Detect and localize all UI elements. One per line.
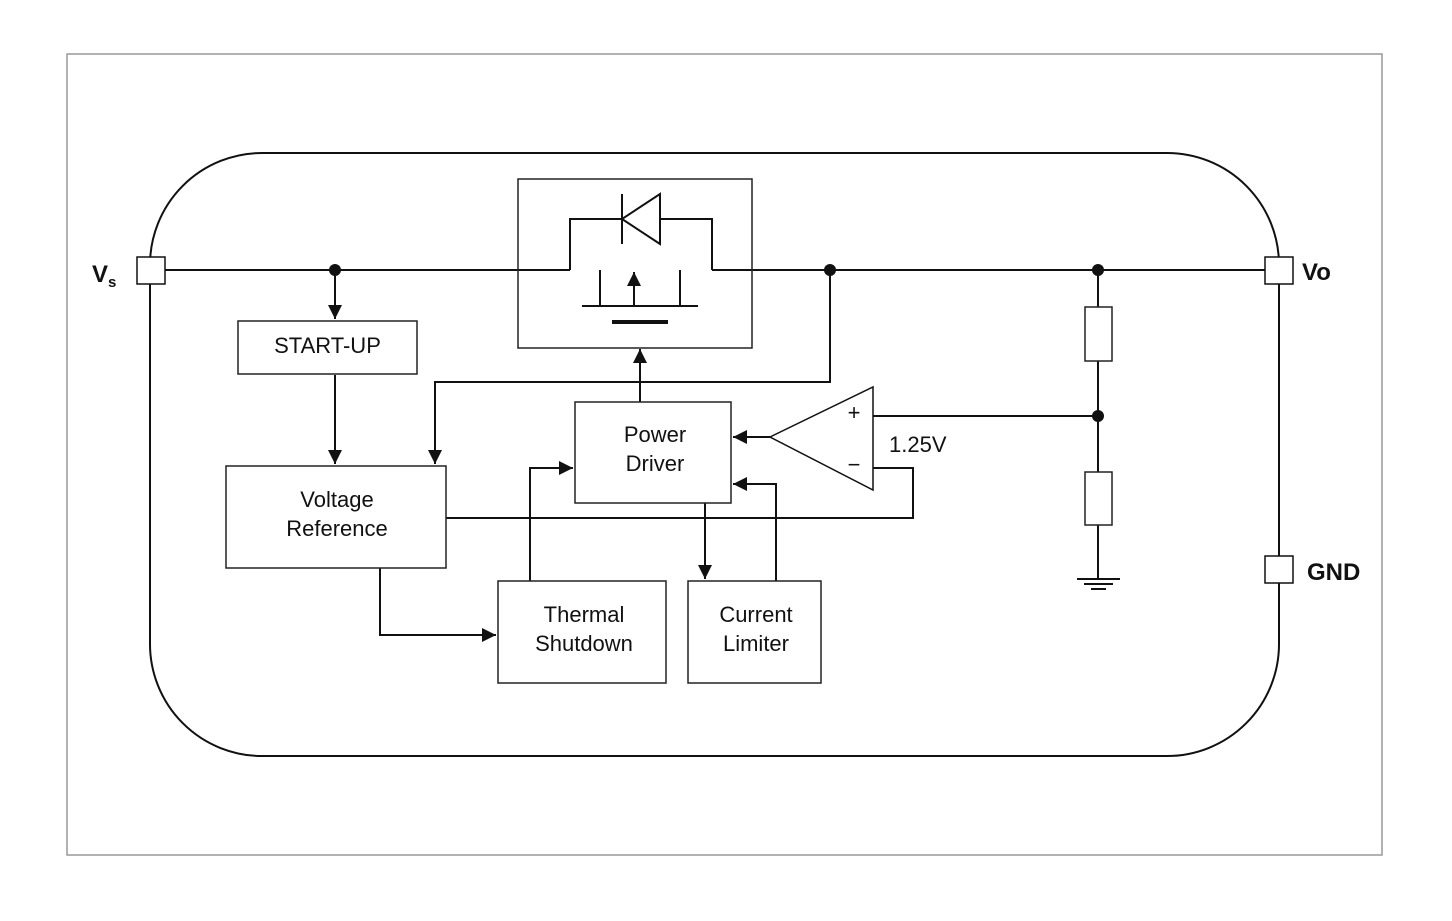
outer-frame bbox=[66, 53, 1383, 856]
thermal-shutdown-label-1: Thermal bbox=[544, 602, 625, 627]
resistor-lower bbox=[1084, 471, 1113, 526]
power-driver-label-1: Power bbox=[624, 422, 686, 447]
startup-block: START-UP bbox=[237, 320, 418, 375]
thermal-shutdown-block: Thermal Shutdown bbox=[497, 580, 667, 684]
pin-vo bbox=[1264, 256, 1294, 285]
pin-gnd bbox=[1264, 555, 1294, 584]
pin-vs-label: Vs bbox=[92, 261, 116, 291]
voltage-reference-block: Voltage Reference bbox=[225, 465, 447, 569]
power-driver-label-2: Driver bbox=[626, 451, 685, 476]
opamp-minus-sign: − bbox=[848, 452, 861, 477]
wire-vref-to-opamp-minus bbox=[446, 467, 914, 519]
thermal-shutdown-label-2: Shutdown bbox=[535, 631, 633, 656]
resistor-upper bbox=[1084, 306, 1113, 362]
reference-voltage-label: 1.25V bbox=[889, 432, 947, 457]
current-limiter-block: Current Limiter bbox=[687, 580, 822, 684]
body-diode-icon bbox=[620, 192, 661, 246]
current-limiter-label-1: Current bbox=[719, 602, 792, 627]
pin-vs bbox=[136, 256, 166, 285]
pin-vo-label: Vo bbox=[1302, 259, 1331, 286]
voltage-reference-label-2: Reference bbox=[286, 516, 388, 541]
pass-transistor-box bbox=[517, 178, 753, 349]
startup-label: START-UP bbox=[274, 333, 381, 358]
current-limiter-label-2: Limiter bbox=[723, 631, 789, 656]
chip-outline bbox=[149, 152, 1280, 757]
pin-vs-main: V bbox=[92, 261, 108, 288]
pin-gnd-label: GND bbox=[1307, 559, 1360, 586]
ground-symbol bbox=[1077, 578, 1120, 590]
mosfet-symbol bbox=[569, 192, 713, 324]
opamp-plus-sign: + bbox=[848, 400, 861, 425]
wire-limiter-to-driver bbox=[733, 477, 777, 581]
pin-vs-subscript: s bbox=[108, 274, 116, 291]
power-driver-block: Power Driver bbox=[574, 401, 732, 504]
voltage-reference-label-1: Voltage bbox=[300, 487, 373, 512]
wire-output-feedback bbox=[428, 270, 831, 464]
wire-thermal-to-driver bbox=[529, 461, 573, 581]
opamp-triangle-icon bbox=[768, 385, 874, 492]
error-amplifier: + − bbox=[768, 385, 874, 492]
wire-vref-to-thermal bbox=[379, 568, 496, 642]
